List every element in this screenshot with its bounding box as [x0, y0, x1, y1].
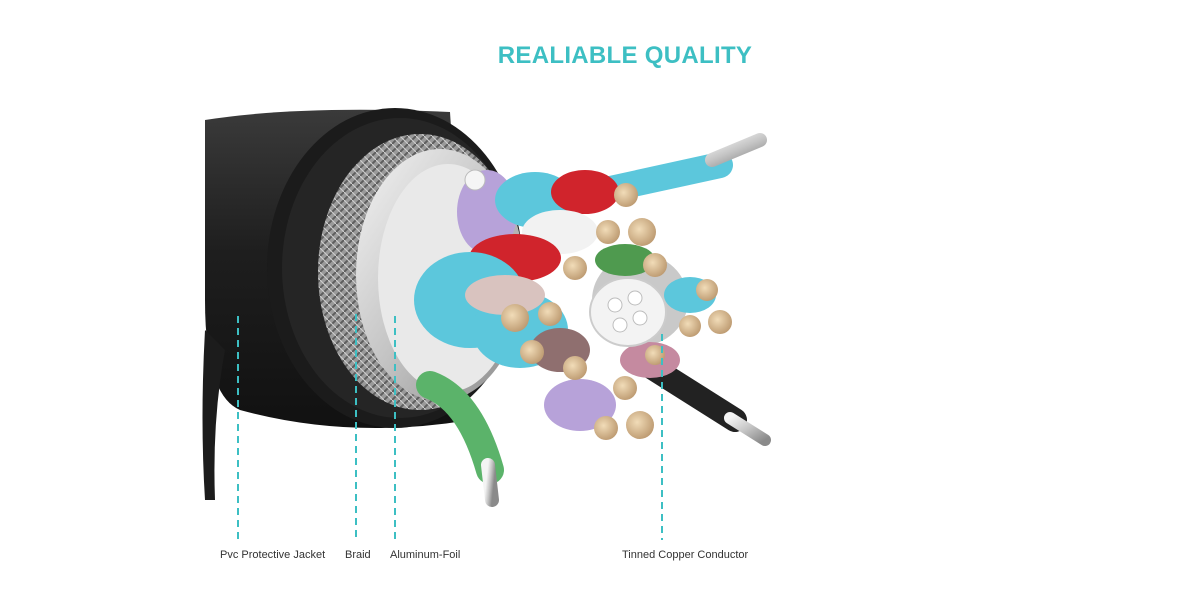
jacket-label: Pvc Protective Jacket	[220, 549, 326, 561]
foil-label: Aluminum-Foil	[390, 549, 461, 561]
conductor-label: Tinned Copper Conductor	[622, 549, 749, 561]
page-title: REALIABLE QUALITY	[497, 42, 753, 69]
wire-bundle	[414, 133, 771, 507]
braid-label: Braid	[345, 549, 371, 561]
